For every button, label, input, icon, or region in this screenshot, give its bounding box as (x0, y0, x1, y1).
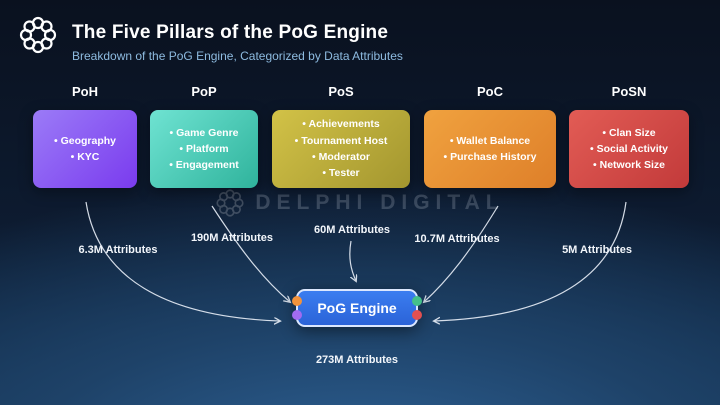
engine-dot-purple (292, 310, 302, 320)
pillar-column-pop: PoP Game Genre Platform Engagement (150, 84, 258, 188)
pillar-item-list: Geography KYC (54, 133, 116, 166)
pillar-item-list: Clan Size Social Activity Network Size (590, 125, 668, 174)
watermark-text: DELPHI DIGITAL (255, 191, 505, 214)
arrow-posn-to-engine (434, 201, 627, 321)
pillar-column-posn: PoSN Clan Size Social Activity Network S… (569, 84, 689, 188)
pillar-header: PoH (72, 84, 98, 99)
engine-total-count: 273M Attributes (315, 354, 399, 366)
pillar-card: Geography KYC (33, 110, 137, 188)
pillar-card: Wallet Balance Purchase History (424, 110, 556, 188)
pillar-item: Geography (54, 133, 116, 149)
pillar-header: PoS (328, 84, 354, 99)
pillar-item: KYC (54, 149, 116, 165)
pillar-item-list: Wallet Balance Purchase History (444, 133, 537, 166)
pillar-item: Achievements (295, 116, 388, 132)
pillar-card: Achievements Tournament Host Moderator T… (272, 110, 410, 188)
pillar-item: Wallet Balance (444, 133, 537, 149)
pillar-header: PoC (477, 84, 503, 99)
arrow-poc-to-engine (424, 205, 499, 302)
pillar-card: Game Genre Platform Engagement (150, 110, 258, 188)
pillar-item-list: Game Genre Platform Engagement (169, 125, 239, 174)
attribute-count-posn: 5M Attributes (562, 244, 632, 256)
attribute-count-pop: 190M Attributes (190, 232, 274, 244)
attribute-count-pos: 60M Attributes (314, 224, 390, 236)
pillar-column-pos: PoS Achievements Tournament Host Moderat… (272, 84, 410, 188)
engine-dot-orange (292, 296, 302, 306)
watermark: DELPHI DIGITAL (0, 186, 720, 220)
watermark-logo-icon (216, 189, 244, 217)
pillar-item-list: Achievements Tournament Host Moderator T… (295, 116, 388, 181)
pillar-item: Tester (295, 165, 388, 181)
pillar-card: Clan Size Social Activity Network Size (569, 110, 689, 188)
arrow-pop-to-engine (211, 205, 290, 302)
arrow-pos-to-engine (349, 240, 356, 281)
pillar-item: Moderator (295, 149, 388, 165)
page-title: The Five Pillars of the PoG Engine (72, 22, 389, 43)
page-subtitle: Breakdown of the PoG Engine, Categorized… (72, 49, 403, 63)
pillar-item: Platform (169, 141, 239, 157)
pillar-header: PoP (191, 84, 217, 99)
pillar-header: PoSN (611, 84, 647, 99)
arrow-poh-to-engine (85, 201, 280, 321)
pillar-item: Network Size (590, 157, 668, 173)
delphi-logo-icon (19, 16, 57, 54)
pillar-item: Social Activity (590, 141, 668, 157)
pillar-column-poc: PoC Wallet Balance Purchase History (424, 84, 556, 188)
pillar-column-poh: PoH Geography KYC (33, 84, 137, 188)
pillar-item: Tournament Host (295, 133, 387, 149)
pillar-item: Game Genre (169, 125, 239, 141)
pillar-item: Clan Size (590, 125, 668, 141)
pillar-item: Purchase History (444, 149, 536, 165)
attribute-count-poc: 10.7M Attributes (414, 233, 500, 245)
attribute-count-poh: 6.3M Attributes (78, 244, 158, 256)
engine-label: PoG Engine (317, 300, 397, 316)
pillar-item: Engagement (169, 157, 239, 173)
engine-dot-green (412, 296, 422, 306)
engine-dot-red (412, 310, 422, 320)
pog-engine-node: PoG Engine (292, 289, 422, 327)
